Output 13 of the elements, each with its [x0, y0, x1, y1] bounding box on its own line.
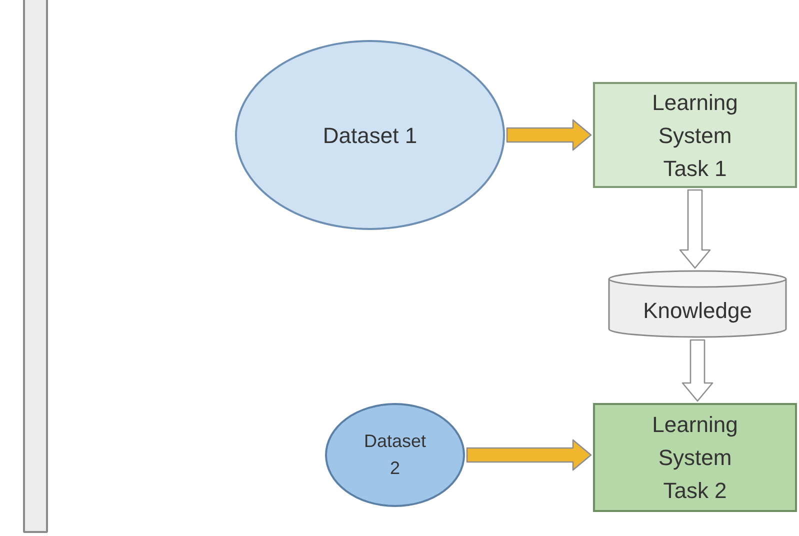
block-arrow [682, 339, 714, 402]
node-label: Dataset 1 [322, 122, 418, 150]
node-label: Knowledge [642, 296, 753, 325]
node-label: Dataset 2 [362, 430, 428, 480]
block-arrow [679, 189, 711, 269]
side-bar [23, 0, 48, 533]
node-label: Learning System Task 2 [651, 411, 739, 505]
node-label: Learning System Task 1 [651, 88, 739, 182]
block-arrow [506, 119, 592, 151]
storage-cylinder [608, 270, 787, 338]
process-box [593, 403, 797, 512]
block-arrow [466, 439, 592, 471]
process-box [593, 82, 797, 188]
